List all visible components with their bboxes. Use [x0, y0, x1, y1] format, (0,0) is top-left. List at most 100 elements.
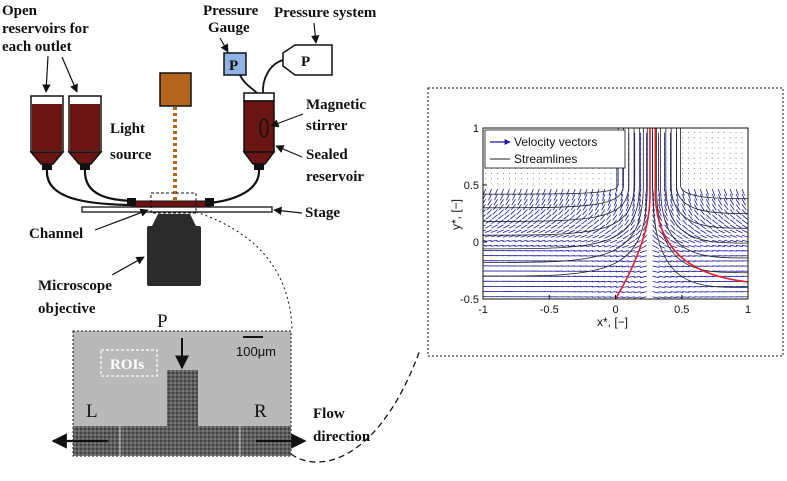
wall-dot: [717, 132, 719, 134]
x-tick-label: -0.5: [540, 304, 559, 316]
wall-dot: [514, 178, 516, 180]
velocity-vector: [621, 270, 629, 273]
velocity-vector: [609, 291, 617, 293]
velocity-vector: [633, 265, 641, 268]
wall-dot: [509, 178, 510, 180]
velocity-vector: [484, 245, 492, 247]
velocity-vector: [574, 239, 582, 243]
velocity-vector: [639, 296, 647, 299]
wall-dot: [592, 173, 594, 175]
velocity-vector: [664, 286, 672, 288]
wall-dot: [687, 178, 689, 180]
velocity-vector: [670, 219, 675, 226]
wall-dot: [544, 173, 546, 175]
velocity-vector: [597, 270, 605, 273]
velocity-vector: [741, 199, 746, 206]
velocity-vector: [609, 245, 617, 248]
wall-dot: [741, 137, 743, 139]
wall-dot: [705, 152, 707, 154]
velocity-vector: [712, 245, 720, 248]
wall-dot: [538, 183, 540, 185]
velocity-vector: [610, 229, 618, 235]
stage: [81, 206, 273, 213]
velocity-vector: [588, 204, 594, 211]
velocity-vector: [633, 291, 641, 294]
label-open-reservoirs-3: each outlet: [2, 39, 72, 55]
velocity-vector: [735, 224, 743, 229]
inlet-label: P: [157, 311, 168, 332]
velocity-vector: [676, 199, 680, 206]
wall-dot: [687, 162, 689, 164]
streamline: [483, 128, 619, 195]
wall-dot: [598, 173, 600, 175]
velocity-vector: [575, 219, 582, 225]
wall-dot: [514, 183, 516, 185]
wall-dot: [681, 137, 683, 139]
streamline: [483, 128, 630, 222]
wall-dot: [693, 137, 695, 139]
velocity-vector: [664, 245, 672, 249]
wall-dot: [503, 173, 505, 175]
velocity-vector: [550, 239, 558, 243]
velocity-vector: [652, 270, 660, 273]
velocity-vector: [639, 250, 647, 254]
wall-dot: [699, 162, 701, 164]
velocity-vector: [624, 219, 630, 226]
velocity-vector: [682, 280, 690, 283]
wall-dot: [723, 167, 725, 169]
velocity-vector: [565, 199, 570, 206]
velocity-vector: [639, 280, 647, 284]
velocity-vector: [694, 275, 702, 278]
velocity-vector: [601, 204, 606, 211]
velocity-vector: [724, 250, 732, 252]
velocity-vector: [534, 204, 540, 211]
velocity-vector: [676, 219, 682, 226]
wall-dot: [735, 167, 737, 169]
velocity-vector: [664, 194, 667, 202]
label-microscope-1: Microscope: [38, 278, 112, 294]
velocity-vector: [592, 229, 600, 234]
velocity-vector: [511, 193, 516, 201]
velocity-vector: [550, 234, 558, 238]
velocity-vector: [550, 245, 558, 247]
velocity-vector: [682, 250, 690, 253]
velocity-vector: [505, 199, 510, 206]
velocity-vector: [670, 239, 677, 244]
wall-dot: [711, 178, 713, 180]
velocity-vector: [658, 199, 661, 207]
velocity-vector: [534, 209, 540, 215]
velocity-vector: [605, 219, 612, 226]
velocity-vector: [580, 224, 588, 229]
velocity-vector: [635, 229, 641, 236]
velocity-vector: [556, 229, 564, 234]
wall-dot: [604, 183, 606, 185]
velocity-vector: [652, 291, 660, 294]
velocity-vector: [568, 245, 576, 247]
label-open-reservoirs-2: reservoirs for: [2, 21, 89, 37]
velocity-vector: [652, 255, 660, 258]
velocity-vector: [547, 199, 552, 206]
velocity-vector: [626, 199, 630, 207]
velocity-vector: [616, 234, 623, 240]
wall-dot: [580, 183, 582, 185]
streamline: [483, 128, 648, 277]
velocity-vector: [595, 193, 600, 201]
wall-dot: [556, 173, 558, 175]
gauge-symbol: P: [229, 58, 238, 74]
velocity-vector: [723, 214, 730, 220]
velocity-vector: [682, 193, 685, 201]
velocity-vector: [517, 193, 522, 201]
wall-dot: [711, 162, 713, 164]
velocity-vector: [515, 224, 522, 229]
velocity-vector: [577, 193, 582, 201]
streamline: [676, 128, 748, 214]
velocity-vector: [612, 209, 618, 216]
velocity-vector: [682, 224, 688, 230]
velocity-vector: [597, 250, 605, 252]
velocity-vector: [520, 239, 528, 243]
wall-dot: [741, 167, 743, 169]
wall-dot: [681, 132, 683, 134]
velocity-vector: [652, 286, 660, 289]
velocity-vector: [487, 199, 492, 206]
